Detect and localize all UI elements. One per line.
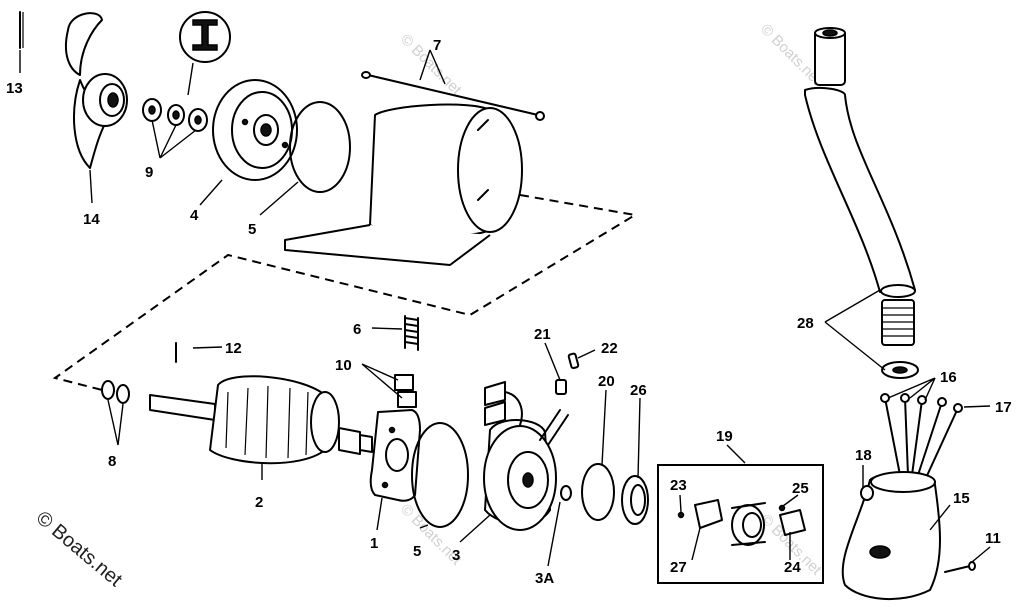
callout-17: 17 <box>995 399 1012 416</box>
watermark-faint-1: © Boats.net <box>397 31 465 99</box>
through-bolt <box>361 71 545 121</box>
callout-3: 3 <box>452 547 460 564</box>
callout-25: 25 <box>792 480 809 497</box>
steering-tube <box>804 27 919 379</box>
callout-13: 13 <box>6 80 23 97</box>
cotter-pin <box>19 11 24 49</box>
callout-6: 6 <box>353 321 361 338</box>
armature <box>149 375 373 465</box>
callout-3a: 3A <box>535 570 554 587</box>
drain-plug <box>560 485 572 501</box>
lower-housing <box>841 393 976 601</box>
inset-parts <box>677 499 806 546</box>
callout-15: 15 <box>953 490 970 507</box>
callout-11: 11 <box>985 530 1001 547</box>
callout-4: 4 <box>190 207 199 224</box>
callout-16: 16 <box>940 369 957 386</box>
callout-10: 10 <box>335 357 352 374</box>
bearings <box>142 98 208 132</box>
callout-7: 7 <box>433 37 441 54</box>
motor-housing <box>284 103 523 266</box>
end-cap <box>212 79 298 181</box>
callout-8: 8 <box>108 453 116 470</box>
callout-21: 21 <box>534 326 551 343</box>
end-bell <box>483 381 569 531</box>
part-callouts: 13 14 9 4 5 7 8 12 2 6 10 1 5 3 3A 21 22… <box>6 37 1012 587</box>
callout-18: 18 <box>855 447 872 464</box>
watermark-corner: © Boats.net <box>32 507 127 591</box>
terminal-pin <box>567 352 580 370</box>
callout-27: 27 <box>670 559 687 576</box>
thrust-washers <box>101 380 130 404</box>
callout-23: 23 <box>670 477 687 494</box>
inset-box <box>657 464 824 584</box>
assembly-dashed-outline <box>52 194 638 393</box>
callout-28: 28 <box>797 315 814 332</box>
propeller <box>64 12 128 169</box>
sleeve-small <box>555 379 567 395</box>
callout-9: 9 <box>145 164 153 181</box>
callout-24: 24 <box>784 559 801 576</box>
callout-2: 2 <box>255 494 263 511</box>
callout-22: 22 <box>601 340 618 357</box>
retainer-nut <box>621 475 649 525</box>
callout-14: 14 <box>83 211 100 228</box>
brush-plate <box>369 374 421 502</box>
callout-5-lower: 5 <box>413 543 421 560</box>
o-ring-small <box>581 463 615 521</box>
leader-lines <box>19 49 991 567</box>
callout-26: 26 <box>630 382 647 399</box>
callout-19: 19 <box>716 428 733 445</box>
o-ring-lower <box>411 422 469 528</box>
callout-20: 20 <box>598 373 615 390</box>
callout-5-upper: 5 <box>248 221 256 238</box>
o-ring-upper <box>289 101 351 193</box>
callout-12: 12 <box>225 340 242 357</box>
callout-1: 1 <box>370 535 378 552</box>
bearing-detail-inset <box>179 11 231 63</box>
brush-spring <box>404 315 419 351</box>
